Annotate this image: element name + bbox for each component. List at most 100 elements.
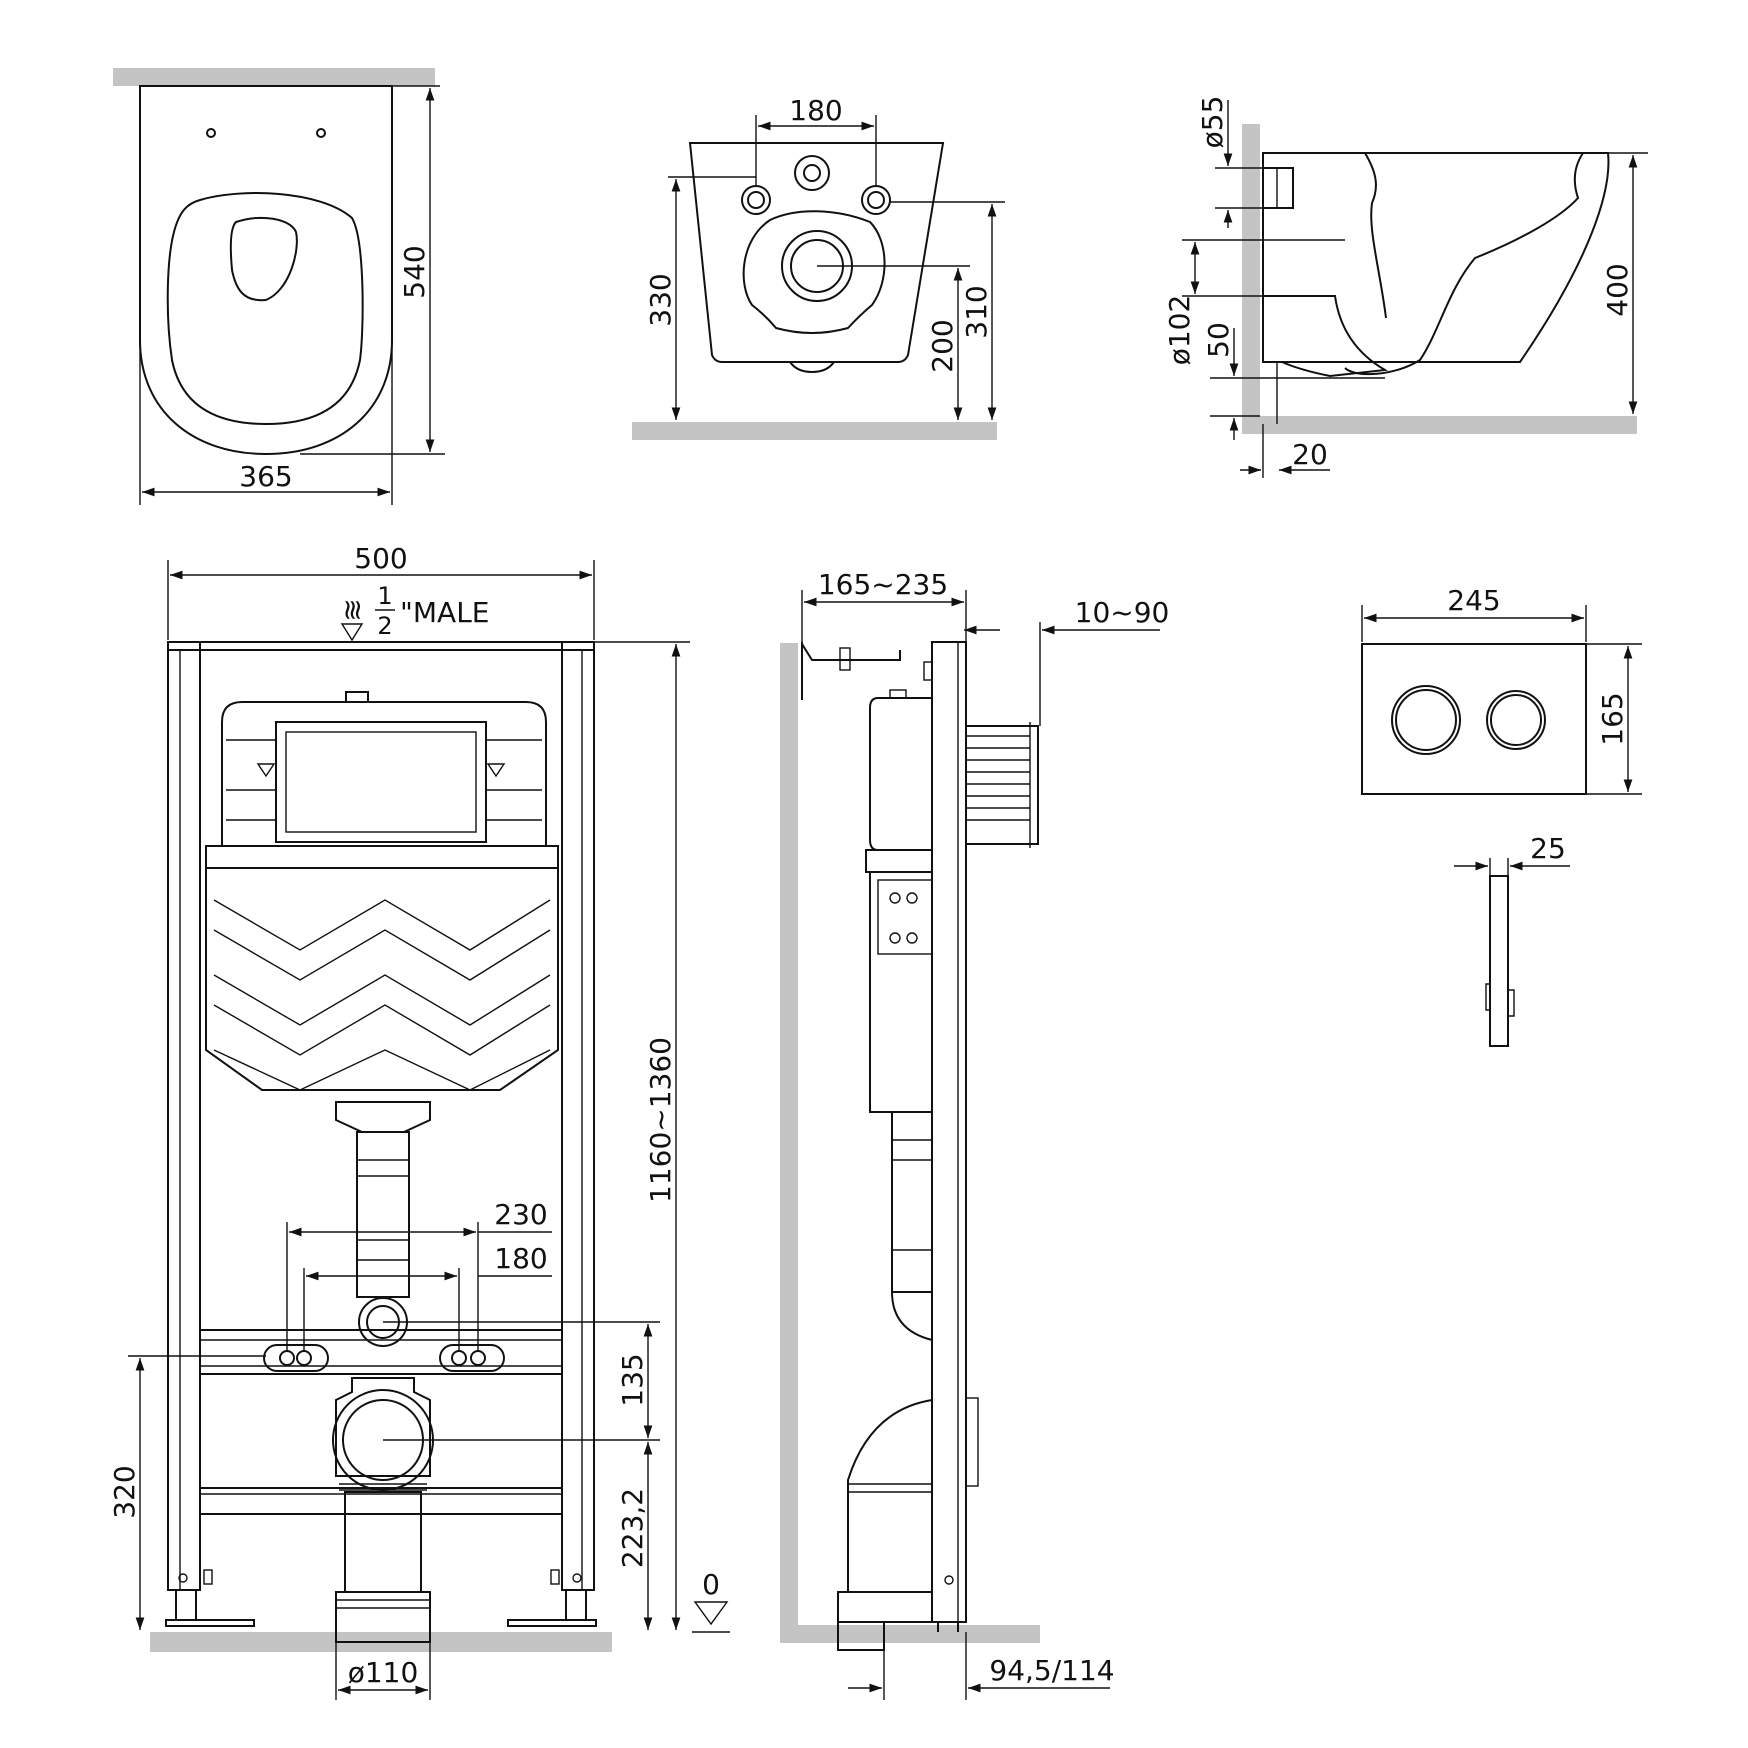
dim-stud-to-outlet: 135 <box>616 1353 649 1406</box>
stud-bracket-right <box>439 1344 505 1372</box>
seat-outline <box>166 192 364 426</box>
supply-thread-label: "MALE <box>400 596 489 629</box>
seat-hinge-hole-right <box>316 128 326 138</box>
floor-level-label: 0 <box>702 1568 720 1601</box>
water-inlet-inner <box>803 164 821 182</box>
drain-connector <box>335 1377 431 1477</box>
drain-elbow <box>847 1399 933 1593</box>
stud-left-outer <box>279 1350 295 1366</box>
supply-fraction-denominator: 2 <box>377 612 392 640</box>
dim-outlet-offset: 50 <box>1202 322 1235 358</box>
supply-triangle-icon <box>340 623 364 642</box>
bowl-side-outline <box>1262 152 1610 363</box>
frame-profile <box>931 641 967 1623</box>
dim-frame-width: 500 <box>354 542 407 575</box>
fixing-hole-left-outer <box>741 185 771 215</box>
outlet-lip <box>789 361 835 374</box>
floor-strip <box>632 422 997 440</box>
dim-bowl-width: 365 <box>239 460 292 493</box>
frame-front-view: 500 ≋ 1 2 "MALE 1160~1360 230 180 135 22… <box>108 542 730 1700</box>
chevron-1 <box>213 899 551 951</box>
dim-stud-outer: 230 <box>494 1198 547 1231</box>
flush-plate-profile <box>1489 875 1509 1047</box>
flush-button-small-outer <box>1486 690 1546 750</box>
cistern-side <box>869 697 933 851</box>
bowl-outline <box>139 85 393 456</box>
fixing-hole-left-inner <box>747 191 765 209</box>
fixing-hole-right-outer <box>861 185 891 215</box>
flush-plate-front <box>1361 643 1587 795</box>
service-opening <box>275 721 487 843</box>
dim-fixing-height: 330 <box>644 273 677 326</box>
dim-frame-height: 1160~1360 <box>644 1037 677 1203</box>
seat-hinge-hole-left <box>206 128 216 138</box>
flush-button-small-inner <box>1490 694 1542 746</box>
supply-fraction-numerator: 1 <box>377 582 392 610</box>
cross-bar-studs <box>199 1329 563 1375</box>
dim-drain-diameter: ø110 <box>348 1656 419 1689</box>
cistern-top <box>221 701 547 847</box>
flush-button-large-inner <box>1395 689 1457 751</box>
drain-socket <box>335 1591 431 1643</box>
stud-left-inner <box>296 1350 312 1366</box>
frame-post-right <box>561 641 595 1591</box>
wall-strip-vertical <box>780 643 798 1643</box>
wall-strip-vertical <box>1242 124 1260 424</box>
outlet-housing <box>742 210 886 334</box>
cross-bar-low <box>199 1487 563 1515</box>
bowl-side-view: ø55 ø102 50 20 400 <box>1163 96 1648 478</box>
cistern-lower-side <box>869 871 933 1113</box>
dim-inlet-diameter: ø55 <box>1196 96 1229 149</box>
wall-strip <box>113 68 435 86</box>
drain-stub <box>837 1621 885 1651</box>
dim-plate-width: 245 <box>1447 584 1500 617</box>
inlet-spigot <box>1262 167 1294 209</box>
wall-bracket <box>801 642 901 700</box>
bowl-front-view: 180 330 200 310 <box>632 94 1005 440</box>
foot-plate-right <box>507 1619 597 1627</box>
frame-side-view: 165~235 10~90 94,5/114 <box>780 568 1169 1700</box>
dim-outlet-diameter: ø102 <box>1163 295 1196 366</box>
cistern-flange <box>205 845 559 869</box>
dim-outlet-height-frame: 223,2 <box>616 1488 649 1568</box>
dim-side-height: 400 <box>1601 263 1634 316</box>
dim-fixing-distance: 180 <box>789 94 842 127</box>
dim-depth-range: 165~235 <box>818 568 948 601</box>
dim-outlet-height: 200 <box>926 319 959 372</box>
chevron-3 <box>213 1049 551 1091</box>
outlet-pipe <box>1263 295 1389 378</box>
floor-level-icon <box>693 1601 729 1626</box>
chevron-2 <box>213 974 551 1026</box>
flush-button-large-outer <box>1391 685 1461 755</box>
dim-bowl-depth: 540 <box>398 245 431 298</box>
flush-pipe <box>356 1131 410 1298</box>
flush-pipe-side <box>891 1111 933 1293</box>
bowl-back-outline <box>688 142 945 363</box>
floor-strip <box>780 1625 1040 1643</box>
cistern-body <box>205 867 559 1091</box>
stud-right-outer <box>470 1350 486 1366</box>
flush-valve-cap <box>345 691 369 703</box>
bowl-top-view: 540 365 <box>113 68 445 505</box>
flush-plate-view: 245 165 25 <box>1361 584 1642 1047</box>
water-supply-icon: ≋ <box>336 598 369 621</box>
dim-front-height: 310 <box>960 285 993 338</box>
floor-strip <box>1242 416 1637 434</box>
dim-plate-thickness: 25 <box>1530 832 1566 865</box>
dim-wall-gap: 20 <box>1292 438 1328 471</box>
dim-wall-offset: 10~90 <box>1075 596 1170 629</box>
dim-stud-height: 320 <box>108 1465 141 1518</box>
dim-stud-inner: 180 <box>494 1242 547 1275</box>
dim-drain-offset: 94,5/114 <box>989 1654 1114 1687</box>
flush-pipe-neck <box>335 1101 431 1133</box>
flush-plate-adapter <box>965 725 1039 845</box>
stud-bracket-left <box>263 1344 329 1372</box>
water-inlet-outer <box>794 155 830 191</box>
foot-plate-left <box>165 1619 255 1627</box>
stud-right-inner <box>451 1350 467 1366</box>
bowl-interior <box>1344 152 1584 376</box>
drain-pipe <box>344 1491 422 1593</box>
frame-post-left <box>167 641 201 1591</box>
rim-profile <box>1364 152 1387 319</box>
